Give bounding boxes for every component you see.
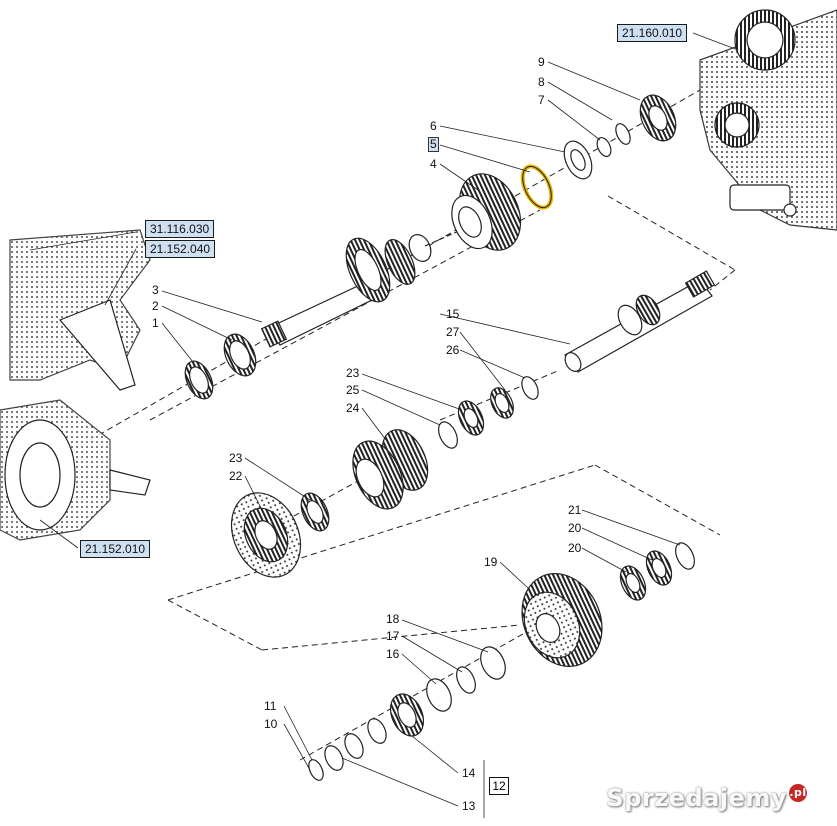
callout-13[interactable]: 13 <box>462 799 476 813</box>
callout-7[interactable]: 7 <box>538 93 545 107</box>
lower-bearing-parts <box>308 646 506 781</box>
parts-22-23-lower <box>230 492 330 578</box>
callout-17[interactable]: 17 <box>386 629 400 643</box>
callout-21[interactable]: 21 <box>568 503 582 517</box>
callout-14[interactable]: 14 <box>462 766 476 780</box>
callout-18[interactable]: 18 <box>386 612 400 626</box>
reference-link-31-116-030[interactable]: 31.116.030 <box>145 220 215 238</box>
callout-12-kit[interactable]: 12 <box>489 777 509 795</box>
callout-5-highlighted[interactable]: 5 <box>428 137 439 152</box>
callout-19[interactable]: 19 <box>484 555 498 569</box>
upper-shaft-assembly <box>260 225 471 348</box>
callout-2[interactable]: 2 <box>152 299 159 313</box>
transmission-housing-illustration <box>699 9 837 231</box>
reference-link-21-152-010[interactable]: 21.152.010 <box>80 540 151 558</box>
callout-1[interactable]: 1 <box>152 316 159 330</box>
callout-26[interactable]: 26 <box>446 343 460 357</box>
axis-lines <box>89 89 736 761</box>
parts-20-21 <box>619 542 695 601</box>
part-19-gear <box>521 573 603 667</box>
callout-25[interactable]: 25 <box>346 383 360 397</box>
reference-link-21-152-040[interactable]: 21.152.040 <box>145 240 216 258</box>
callout-6[interactable]: 6 <box>430 119 437 133</box>
callout-10[interactable]: 10 <box>264 717 278 731</box>
callout-15[interactable]: 15 <box>446 307 460 321</box>
part-5-ring-highlighted <box>520 164 554 210</box>
callout-27[interactable]: 27 <box>446 325 460 339</box>
callout-23-upper[interactable]: 23 <box>346 366 360 380</box>
leader-lines <box>29 32 739 818</box>
callout-16[interactable]: 16 <box>386 647 400 661</box>
callout-8[interactable]: 8 <box>538 75 545 89</box>
callout-11[interactable]: 11 <box>264 699 277 713</box>
part-15-shaft <box>564 270 716 373</box>
callout-20-upper[interactable]: 20 <box>568 521 582 535</box>
upper-bearing-parts <box>563 94 677 180</box>
callout-22[interactable]: 22 <box>229 469 243 483</box>
left-housing-illustration <box>0 229 151 541</box>
upper-left-rings <box>184 333 257 400</box>
reference-link-21-160-010[interactable]: 21.160.010 <box>617 24 688 42</box>
callout-20-lower[interactable]: 20 <box>568 541 582 555</box>
watermark-suffix: .pl <box>789 784 807 802</box>
callout-23-lower[interactable]: 23 <box>229 451 243 465</box>
part-4-gear <box>451 173 522 251</box>
callout-9[interactable]: 9 <box>538 55 545 69</box>
callout-3[interactable]: 3 <box>152 283 159 297</box>
callout-24[interactable]: 24 <box>346 401 360 415</box>
watermark-text: Sprzedajemy <box>606 784 787 812</box>
parts-23-25-middle <box>438 400 485 449</box>
callout-4[interactable]: 4 <box>430 157 437 171</box>
watermark: Sprzedajemy.pl <box>606 784 807 812</box>
parts-26-27 <box>490 376 539 419</box>
part-24-double-gear <box>352 429 429 510</box>
